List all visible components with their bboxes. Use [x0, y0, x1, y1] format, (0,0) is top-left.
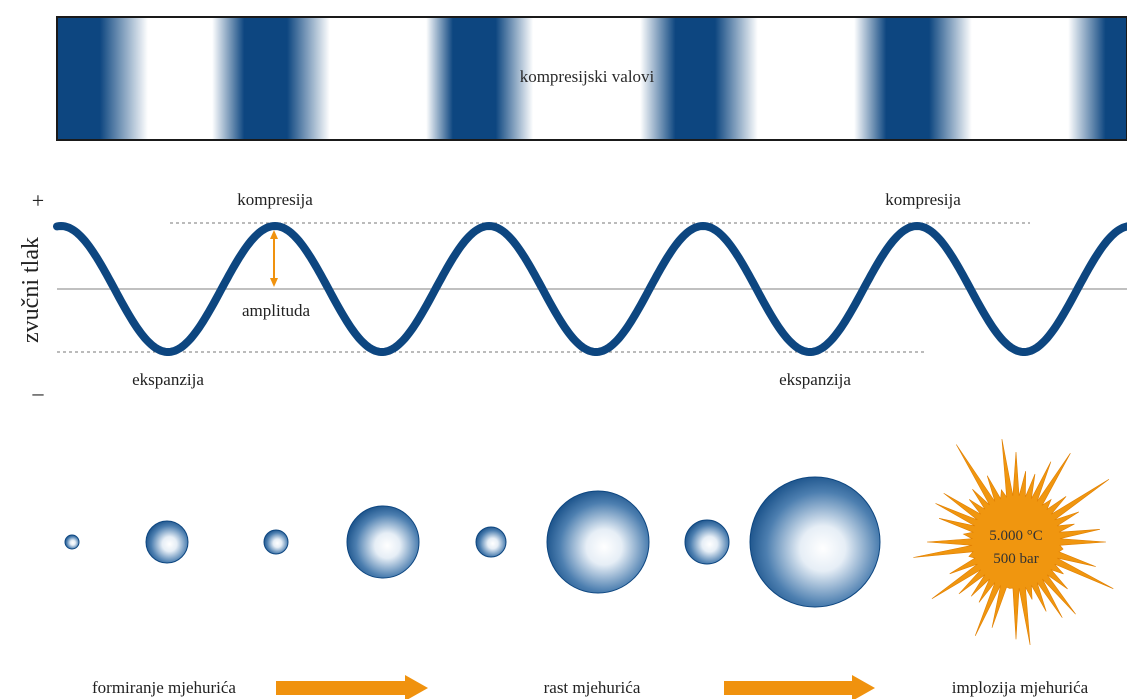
bubble — [546, 490, 650, 594]
bubble — [346, 505, 420, 579]
expansion-label-right: ekspanzija — [779, 370, 851, 389]
bubble-row — [64, 476, 881, 608]
compression-label-right: kompresija — [885, 190, 961, 209]
minus-sign: – — [32, 380, 45, 405]
stage-formation-label: formiranje mjehurića — [92, 678, 236, 697]
pressure-wave — [53, 221, 1127, 356]
band-label: kompresijski valovi — [520, 67, 655, 86]
bubble — [684, 519, 730, 565]
arrow-icon — [276, 675, 428, 699]
expansion-label-left: ekspanzija — [132, 370, 204, 389]
starburst-icon — [913, 439, 1114, 646]
amplitude-label: amplituda — [242, 301, 310, 320]
bubble — [145, 520, 189, 564]
bubble — [263, 529, 289, 555]
stage-growth-label: rast mjehurića — [544, 678, 641, 697]
compression-band: kompresijski valovi — [56, 16, 1127, 141]
compression-label-left: kompresija — [237, 190, 313, 209]
implosion-burst: 5.000 °C 500 bar — [913, 439, 1114, 646]
bubble — [749, 476, 881, 608]
plus-sign: + — [32, 188, 44, 213]
amplitude-marker — [270, 230, 278, 287]
implosion-pressure: 500 bar — [993, 551, 1038, 567]
wave-section: + – zvučni tlak kompresija kompresija am… — [18, 188, 1127, 405]
axis-label: zvučni tlak — [18, 237, 44, 343]
implosion-temperature: 5.000 °C — [989, 528, 1043, 544]
stage-row: formiranje mjehurića rast mjehurića impl… — [92, 675, 1089, 699]
bubble — [475, 526, 507, 558]
stage-implosion-label: implozija mjehurića — [952, 678, 1089, 697]
arrow-icon — [724, 675, 875, 699]
bubble — [64, 534, 80, 550]
